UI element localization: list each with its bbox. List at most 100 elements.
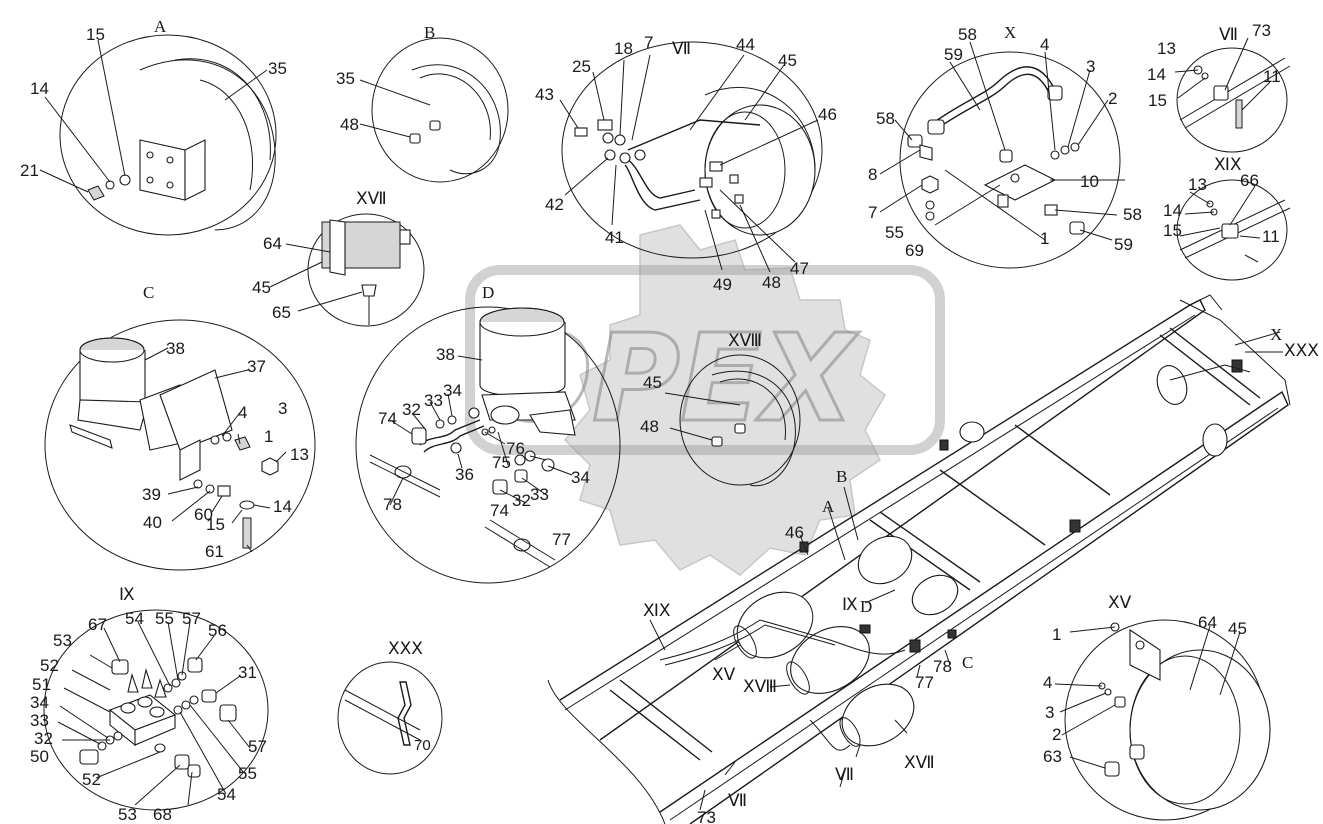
callout-76: 76 — [506, 439, 525, 458]
callout-48-b: 48 — [340, 115, 359, 134]
view-a-label: A — [154, 17, 167, 36]
callout-13-c: 13 — [290, 445, 309, 464]
view-vii-small-label: Ⅶ — [1219, 25, 1238, 44]
callout-40: 40 — [143, 513, 162, 532]
view-b-label: B — [424, 23, 435, 42]
callout-41: 41 — [605, 228, 624, 247]
callout-4-c: 4 — [238, 403, 247, 422]
callout-11-top: 11 — [1263, 67, 1281, 86]
callout-1-xv: 1 — [1052, 625, 1061, 644]
callout-7-vii: 7 — [644, 33, 653, 52]
callout-39: 39 — [142, 485, 161, 504]
callout-14: 14 — [30, 79, 49, 98]
callout-58-x2: 58 — [876, 109, 895, 128]
view-ix-marker: Ⅸ — [842, 595, 858, 614]
callout-13-top: 13 — [1157, 39, 1176, 58]
callout-46-vii: 46 — [818, 105, 837, 124]
callout-15-top: 15 — [1148, 91, 1167, 110]
gear-watermark-shape — [563, 224, 886, 576]
view-b-marker: B — [836, 467, 847, 486]
view-x-label: X — [1004, 23, 1016, 42]
view-vii-label: Ⅶ — [672, 39, 691, 58]
callout-11-xix: 11 — [1262, 227, 1280, 246]
callout-21: 21 — [20, 161, 39, 180]
callout-1-c: 1 — [264, 427, 273, 446]
callout-44: 44 — [736, 35, 755, 54]
callout-36: 36 — [455, 465, 474, 484]
callout-8-x: 8 — [868, 165, 877, 184]
callout-34-ix: 34 — [30, 693, 49, 712]
callout-32-d: 32 — [402, 400, 421, 419]
callout-58-x: 58 — [958, 25, 977, 44]
callout-33-ix: 33 — [30, 711, 49, 730]
callout-51: 51 — [32, 675, 51, 694]
view-xviii-detail: ⅩⅧ 45 48 — [640, 331, 801, 487]
callout-43: 43 — [535, 85, 554, 104]
view-xvii-marker: ⅩⅦ — [904, 753, 935, 772]
callout-10-x: 10 — [1080, 172, 1099, 191]
callout-14-top: 14 — [1147, 65, 1166, 84]
callout-74-d2: 74 — [490, 501, 509, 520]
callout-54-ix: 54 — [125, 609, 144, 628]
callout-15-xix: 15 — [1163, 221, 1182, 240]
callout-52-ix2: 52 — [82, 770, 101, 789]
callout-35: 35 — [268, 59, 287, 78]
callout-37: 37 — [247, 357, 266, 376]
view-xvii-small-detail: ⅩⅦ 64 45 65 — [252, 189, 425, 327]
callout-42: 42 — [545, 195, 564, 214]
callout-59-x: 59 — [944, 45, 963, 64]
view-xix-marker: ⅪⅩ — [643, 601, 671, 620]
callout-59-x2: 59 — [1114, 235, 1133, 254]
callout-2-xv: 2 — [1052, 725, 1061, 744]
callout-55-ix2: 55 — [238, 764, 257, 783]
callout-45-xviii: 45 — [643, 373, 662, 392]
callout-3-c: 3 — [278, 399, 287, 418]
view-xv-label: ⅩⅤ — [1108, 593, 1132, 612]
callout-70: 70 — [414, 737, 431, 754]
view-xix-label: ⅪⅩ — [1214, 155, 1242, 174]
view-xviii-marker: ⅩⅧ — [743, 677, 777, 696]
callout-45-xvii: 45 — [252, 278, 271, 297]
view-xxx-marker: ⅩⅩⅩ — [1284, 341, 1319, 360]
callout-77-main: 77 — [915, 673, 934, 692]
callout-31: 31 — [238, 663, 257, 682]
view-ix-detail: Ⅸ — [30, 585, 269, 824]
view-vii-marker2: Ⅶ — [728, 791, 747, 810]
callout-69: 69 — [905, 241, 924, 260]
callout-33-d: 33 — [424, 391, 443, 410]
view-ix-label: Ⅸ — [119, 585, 135, 604]
callout-75: 75 — [492, 453, 511, 472]
callout-52-ix: 52 — [40, 656, 59, 675]
callout-49: 49 — [713, 275, 732, 294]
callout-61: 61 — [205, 542, 224, 561]
callout-14-xix: 14 — [1163, 201, 1182, 220]
view-xxx-detail: ⅩⅩⅩ 70 — [337, 639, 443, 775]
callout-64-xv: 64 — [1198, 613, 1217, 632]
view-d-marker: D — [860, 597, 872, 616]
callout-1-x: 1 — [1040, 229, 1049, 248]
view-a-detail: A 21 14 15 35 — [20, 17, 287, 236]
view-vii-marker: Ⅶ — [835, 765, 854, 784]
callout-55-ix: 55 — [155, 609, 174, 628]
callout-4-x: 4 — [1040, 35, 1049, 54]
callout-68: 68 — [153, 805, 172, 824]
main-chassis-assembly: ⅪⅩ ⅩⅤ ⅩⅧ ⅩⅦ Ⅶ Ⅶ Ⅸ X ⅩⅩⅩ B A D C 46 78 77… — [547, 294, 1319, 824]
view-xv-marker: ⅩⅤ — [712, 665, 736, 684]
callout-63: 63 — [1043, 747, 1062, 766]
callout-2-x: 2 — [1108, 89, 1117, 108]
callout-58-x3: 58 — [1123, 205, 1142, 224]
view-xviii-label: ⅩⅧ — [728, 331, 762, 350]
view-x-marker: X — [1270, 325, 1282, 344]
callout-57-ix2: 57 — [248, 737, 267, 756]
callout-78-d: 78 — [383, 495, 402, 514]
callout-48-xviii: 48 — [640, 417, 659, 436]
callout-60: 60 — [194, 505, 213, 524]
callout-56: 56 — [208, 621, 227, 640]
callout-78-main: 78 — [933, 657, 952, 676]
view-b-detail: B 35 48 — [336, 23, 509, 183]
callout-45-xv: 45 — [1228, 619, 1247, 638]
callout-46-main: 46 — [785, 523, 804, 542]
callout-32-ix: 32 — [34, 729, 53, 748]
view-xvii-small-label: ⅩⅦ — [356, 189, 387, 208]
callout-48-vii: 48 — [762, 273, 781, 292]
